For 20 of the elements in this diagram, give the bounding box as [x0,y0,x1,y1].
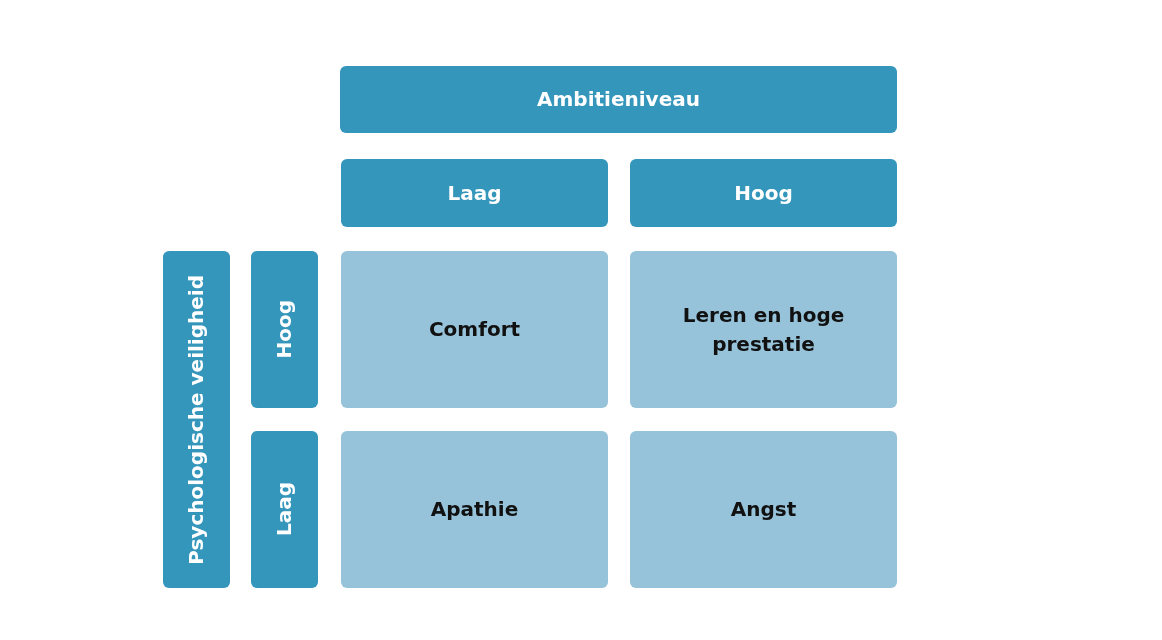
header-label: Laag [271,482,297,537]
header-bar [163,251,230,588]
matrix-cell [630,251,897,408]
header-label: Laag [447,179,502,207]
header-bar [251,251,318,408]
header-bar [340,66,897,133]
matrix-cell [341,431,608,588]
cell-label: Apathie [430,496,519,523]
header-bar [341,159,608,227]
header-label: Hoog [271,300,297,359]
matrix-cell [630,431,897,588]
header-label: Hoog [734,179,793,207]
cell-label: Comfort [428,316,521,343]
header-bar [251,431,318,588]
header-bar [630,159,897,227]
header-label: Ambitieniveau [537,86,700,113]
cell-label: Angst [730,496,797,523]
matrix-cell [341,251,608,408]
header-label: Psychologische veiligheid [183,274,209,565]
cell-label: Leren en hoge prestatie [681,301,846,358]
